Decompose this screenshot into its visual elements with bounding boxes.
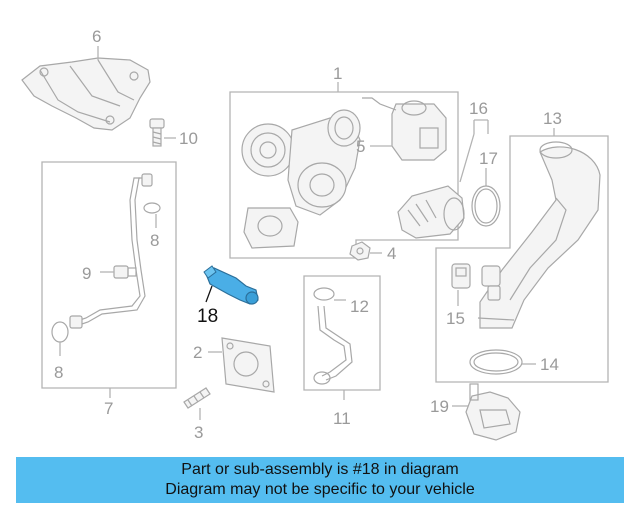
- callout-14: 14: [540, 355, 559, 374]
- callout-3: 3: [194, 423, 203, 442]
- callout-10: 10: [179, 129, 198, 148]
- part-13-intercooler-pipe: [477, 141, 601, 329]
- parts-diagram: 6 10 1 5 4 16: [21, 27, 609, 442]
- callout-18: 18: [197, 306, 218, 327]
- assembly-7-frame: [41, 161, 177, 389]
- banner-line-2: Diagram may not be specific to your vehi…: [165, 481, 475, 498]
- part-14-gasket: [469, 349, 523, 375]
- assembly-1-frame: [229, 91, 459, 259]
- callout-17: 17: [479, 149, 498, 168]
- part-19-bracket: [465, 383, 521, 441]
- callout-2: 2: [193, 343, 202, 362]
- assembly-13-frame: [435, 135, 609, 383]
- part-11-hose: [313, 305, 353, 385]
- part-5-actuator: [362, 97, 447, 161]
- callout-1: 1: [333, 64, 342, 83]
- callout-7: 7: [104, 399, 113, 418]
- part-17-o-ring: [471, 185, 501, 227]
- info-banner: Part or sub-assembly is #18 in diagram D…: [16, 457, 624, 503]
- part-6-heat-shield: [21, 57, 151, 131]
- callout-16: 16: [469, 99, 488, 118]
- part-18-highlighted: [203, 265, 259, 305]
- callout-15: 15: [446, 309, 465, 328]
- part-10-bolt: [149, 118, 165, 147]
- part-2-gasket: [221, 337, 275, 393]
- callout-13: 13: [543, 109, 562, 128]
- part-8-washer-upper: [143, 202, 161, 214]
- callout-19: 19: [430, 397, 449, 416]
- banner-line-1: Part or sub-assembly is #18 in diagram: [181, 461, 459, 478]
- callout-8-upper: 8: [150, 231, 159, 250]
- part-12-o-ring: [313, 287, 335, 301]
- callout-12: 12: [350, 297, 369, 316]
- callout-8-lower: 8: [54, 363, 63, 382]
- part-18-connector: [203, 265, 217, 279]
- part-9-banjo-bolt: [113, 265, 137, 279]
- part-16-connector: [397, 185, 465, 239]
- part-8-washer-lower: [51, 321, 69, 343]
- callout-9: 9: [82, 264, 91, 283]
- part-4-nut: [349, 241, 371, 261]
- part-18-tip: [245, 291, 259, 305]
- part-15-sensor: [451, 263, 471, 289]
- assembly-11-frame: [303, 275, 381, 391]
- callout-4: 4: [387, 244, 396, 263]
- callout-6: 6: [92, 27, 101, 46]
- callout-11: 11: [333, 409, 351, 428]
- part-1-turbocharger: [241, 109, 361, 249]
- callout-5: 5: [356, 137, 365, 156]
- part-7-oil-line: [69, 173, 153, 329]
- part-3-stud: [183, 387, 211, 409]
